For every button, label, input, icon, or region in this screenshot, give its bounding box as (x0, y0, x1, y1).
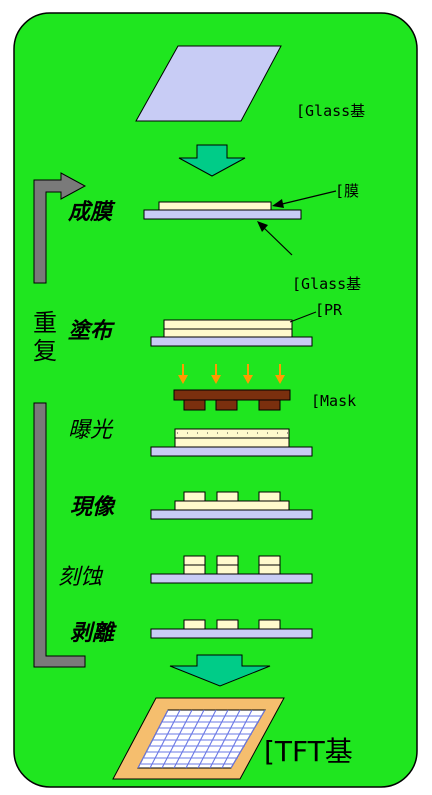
pr-layer (163, 319, 293, 330)
mask-block (183, 399, 206, 411)
step-film-deposition: 成膜 (68, 199, 113, 225)
process-arrow-icon (178, 144, 246, 177)
glass-substrate-icon (135, 45, 282, 122)
film-layer (163, 328, 293, 338)
exposure-light-arrows (178, 364, 285, 384)
pr-label: [PR (315, 301, 343, 319)
glass-layer (143, 209, 302, 220)
glass-label: [Glass基 (292, 275, 362, 293)
repeat-label-line1: 重 (33, 309, 57, 337)
film-block (216, 619, 239, 630)
film-pointer-arrowhead (272, 199, 284, 208)
step-stripping: 剥離 (70, 620, 115, 646)
film-block (183, 564, 206, 575)
tft-substrate-label: [TFT基 (264, 735, 353, 768)
glass-pointer-arrowhead (257, 221, 268, 232)
film-block (258, 564, 281, 575)
film-block (216, 564, 239, 575)
film-pointer-line (277, 190, 337, 206)
film-block (258, 619, 281, 630)
pr-block (216, 491, 239, 502)
film-layer (174, 500, 290, 511)
repeat-loop-line-icon (33, 402, 86, 668)
glass-layer (150, 628, 313, 639)
glass-substrate-label: [Glass基 (296, 102, 366, 120)
film-layer (158, 201, 272, 211)
pr-block (216, 555, 239, 566)
glass-pointer-line (261, 225, 293, 256)
glass-layer (150, 446, 313, 457)
glass-layer (150, 573, 313, 584)
film-layer (174, 437, 290, 448)
glass-layer (150, 509, 313, 520)
film-block (183, 619, 206, 630)
step-exposure: 曝光 (68, 418, 113, 443)
exposed-pr-layer (174, 428, 290, 439)
tft-grid-icon (137, 709, 266, 769)
repeat-loop-arrow-icon (33, 172, 87, 284)
step-etching: 刻蚀 (58, 565, 103, 590)
process-arrow-icon (169, 654, 271, 687)
pr-pointer-line (289, 311, 317, 323)
film-label: [膜 (335, 182, 360, 200)
step-development: 現像 (70, 494, 115, 520)
repeat-label-line2: 复 (33, 337, 57, 365)
pr-block (258, 491, 281, 502)
mask-plate (173, 389, 291, 401)
step-coating: 塗布 (68, 318, 113, 344)
mask-block (258, 399, 281, 411)
mask-block (215, 399, 238, 411)
mask-label: [Mask (311, 392, 357, 410)
pr-block (183, 491, 206, 502)
pr-block (258, 555, 281, 566)
pr-block (183, 555, 206, 566)
glass-layer (150, 336, 313, 347)
